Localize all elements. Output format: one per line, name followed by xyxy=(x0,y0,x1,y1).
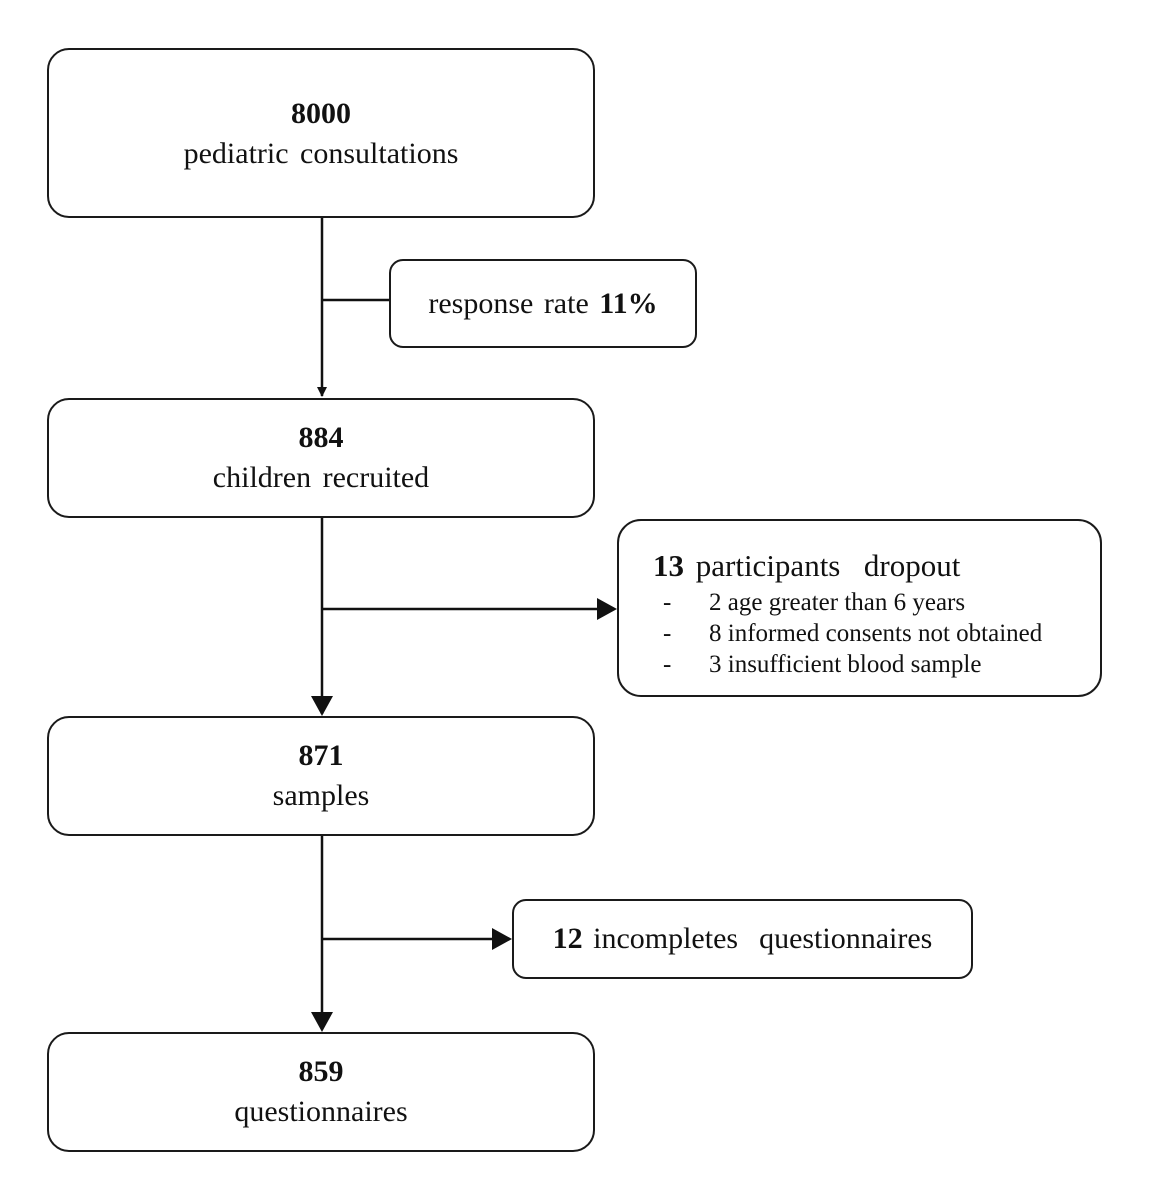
list-item: - 8 informed consents not obtained xyxy=(653,618,1100,649)
arrowhead-step3 xyxy=(311,696,333,716)
arrowhead-step4 xyxy=(311,1012,333,1032)
dropout-reasons-list: - 2 age greater than 6 years - 8 informed … xyxy=(653,587,1100,680)
dropout-count: 13 xyxy=(653,548,684,583)
incomplete-label: incompletes questionnaires xyxy=(582,922,933,955)
step-label: samples xyxy=(272,779,370,812)
dropout-reason: 8 informed consents not obtained xyxy=(709,620,1043,647)
step-label: questionnaires xyxy=(234,1095,408,1128)
bullet-dash: - xyxy=(663,589,672,616)
arrowhead-dropout xyxy=(597,598,617,620)
step-count: 884 xyxy=(298,421,344,454)
list-item: - 3 insufficient blood sample xyxy=(653,649,1100,680)
dropout-reason: 3 insufficient blood sample xyxy=(709,651,982,678)
step-label: pediatric consultations xyxy=(183,137,459,170)
arrowhead-incomplete xyxy=(492,928,512,950)
incomplete-count: 12 xyxy=(552,922,583,955)
dropout-title: 13 participants dropout xyxy=(653,547,1100,585)
step-recruited-box: 884 children recruited xyxy=(47,398,595,518)
dropout-label: participants dropout xyxy=(684,548,961,583)
bullet-dash: - xyxy=(663,620,672,647)
incomplete-questionnaires-box: 12 incompletes questionnaires xyxy=(512,899,973,979)
dropout-box: 13 participants dropout - 2 age greater t… xyxy=(617,519,1102,697)
step-label: children recruited xyxy=(212,461,430,494)
list-item: - 2 age greater than 6 years xyxy=(653,587,1100,618)
bullet-dash: - xyxy=(663,651,672,678)
step-count: 871 xyxy=(298,739,344,772)
response-rate-value: 11% xyxy=(599,286,658,320)
response-rate-text: response rate xyxy=(428,286,600,320)
step-count: 859 xyxy=(298,1055,344,1088)
response-rate-box: response rate 11% xyxy=(389,259,697,348)
step-consultations-box: 8000 pediatric consultations xyxy=(47,48,595,218)
dropout-reason: 2 age greater than 6 years xyxy=(709,589,966,616)
step-count: 8000 xyxy=(291,97,351,130)
step-questionnaires-box: 859 questionnaires xyxy=(47,1032,595,1152)
step-samples-box: 871 samples xyxy=(47,716,595,836)
